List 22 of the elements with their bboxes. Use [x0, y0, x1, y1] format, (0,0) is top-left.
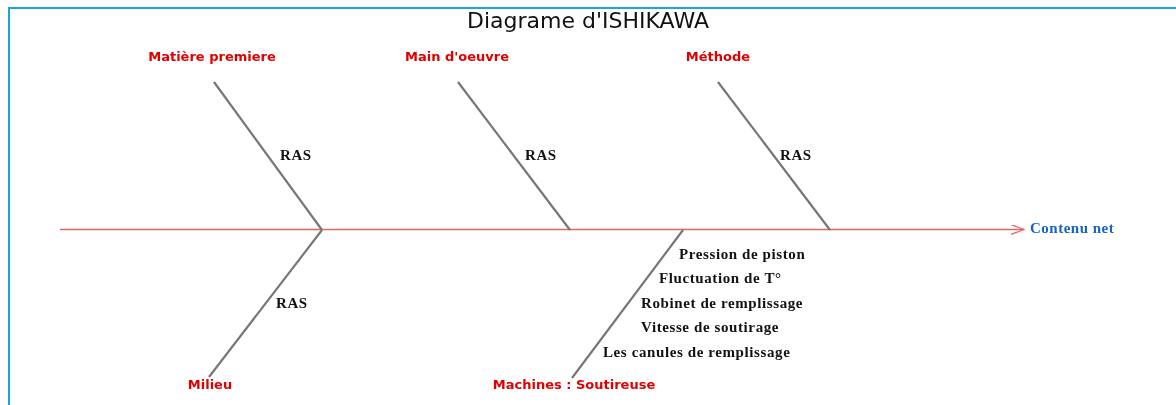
cause-label: Les canules de remplissage: [603, 344, 791, 361]
cause-note: RAS: [780, 147, 812, 164]
spine-arrow: [59, 223, 1025, 236]
cause-label: Vitesse de soutirage: [641, 319, 780, 336]
cause-note: RAS: [525, 147, 557, 164]
cause-label: Pression de piston: [679, 246, 806, 263]
cause-label: Robinet de remplissage: [641, 295, 804, 312]
bone-line: [717, 81, 831, 231]
bone-line: [213, 81, 323, 231]
bone-line: [208, 229, 323, 378]
category-label: Matière premiere: [148, 49, 276, 64]
cause-label: Fluctuation de T°: [659, 270, 782, 287]
diagram-title: Diagrame d'ISHIKAWA: [467, 8, 709, 33]
category-label: Machines : Soutireuse: [492, 377, 656, 392]
cause-note: RAS: [276, 295, 308, 312]
cause-note: RAS: [280, 147, 312, 164]
category-label: Main d'oeuvre: [405, 49, 509, 64]
category-label: Méthode: [685, 49, 751, 64]
category-label: Milieu: [187, 377, 233, 392]
effect-label: Contenu net: [1030, 220, 1115, 237]
bone-line: [457, 81, 571, 231]
bone-line: [571, 229, 684, 379]
